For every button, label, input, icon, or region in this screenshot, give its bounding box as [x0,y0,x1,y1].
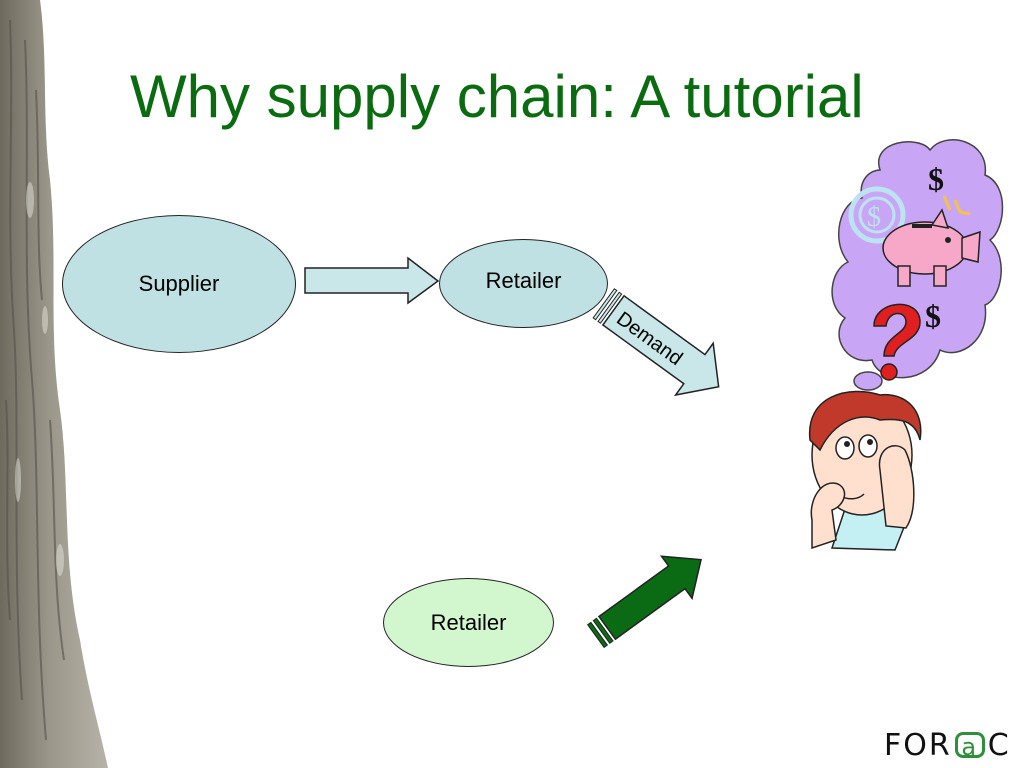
thinking-man-icon [809,390,922,551]
dollar-sign-bottom: $ [925,298,941,334]
sparkle-lines [942,195,971,216]
dollar-sign-top: $ [928,161,944,197]
coin-dollar-sign: $ [867,202,881,233]
logo-at-icon: a [954,732,985,759]
piggy-bank-icon [882,208,981,287]
logo-prefix: FOR [884,727,952,763]
supplier-node: Supplier [62,215,296,353]
logo-suffix: C [987,727,1011,763]
retailer-node-bottom: Retailer [383,578,554,667]
supplier-label: Supplier [138,271,220,296]
retailer-node-top: Retailer [439,239,608,328]
tree-bark-decoration [0,0,108,768]
coin-icon: $ [848,186,906,244]
demand-label: Demand [612,308,686,370]
slide-title: Why supply chain: A tutorial [130,63,864,130]
green-demand-arrow [586,555,702,649]
demand-arrow: Demand [592,288,720,397]
question-mark-icon [873,303,921,357]
retailer-top-label: Retailer [485,267,562,293]
thought-cloud [831,139,1004,409]
supply-arrow [304,256,440,305]
retailer-bottom-label: Retailer [430,609,507,635]
